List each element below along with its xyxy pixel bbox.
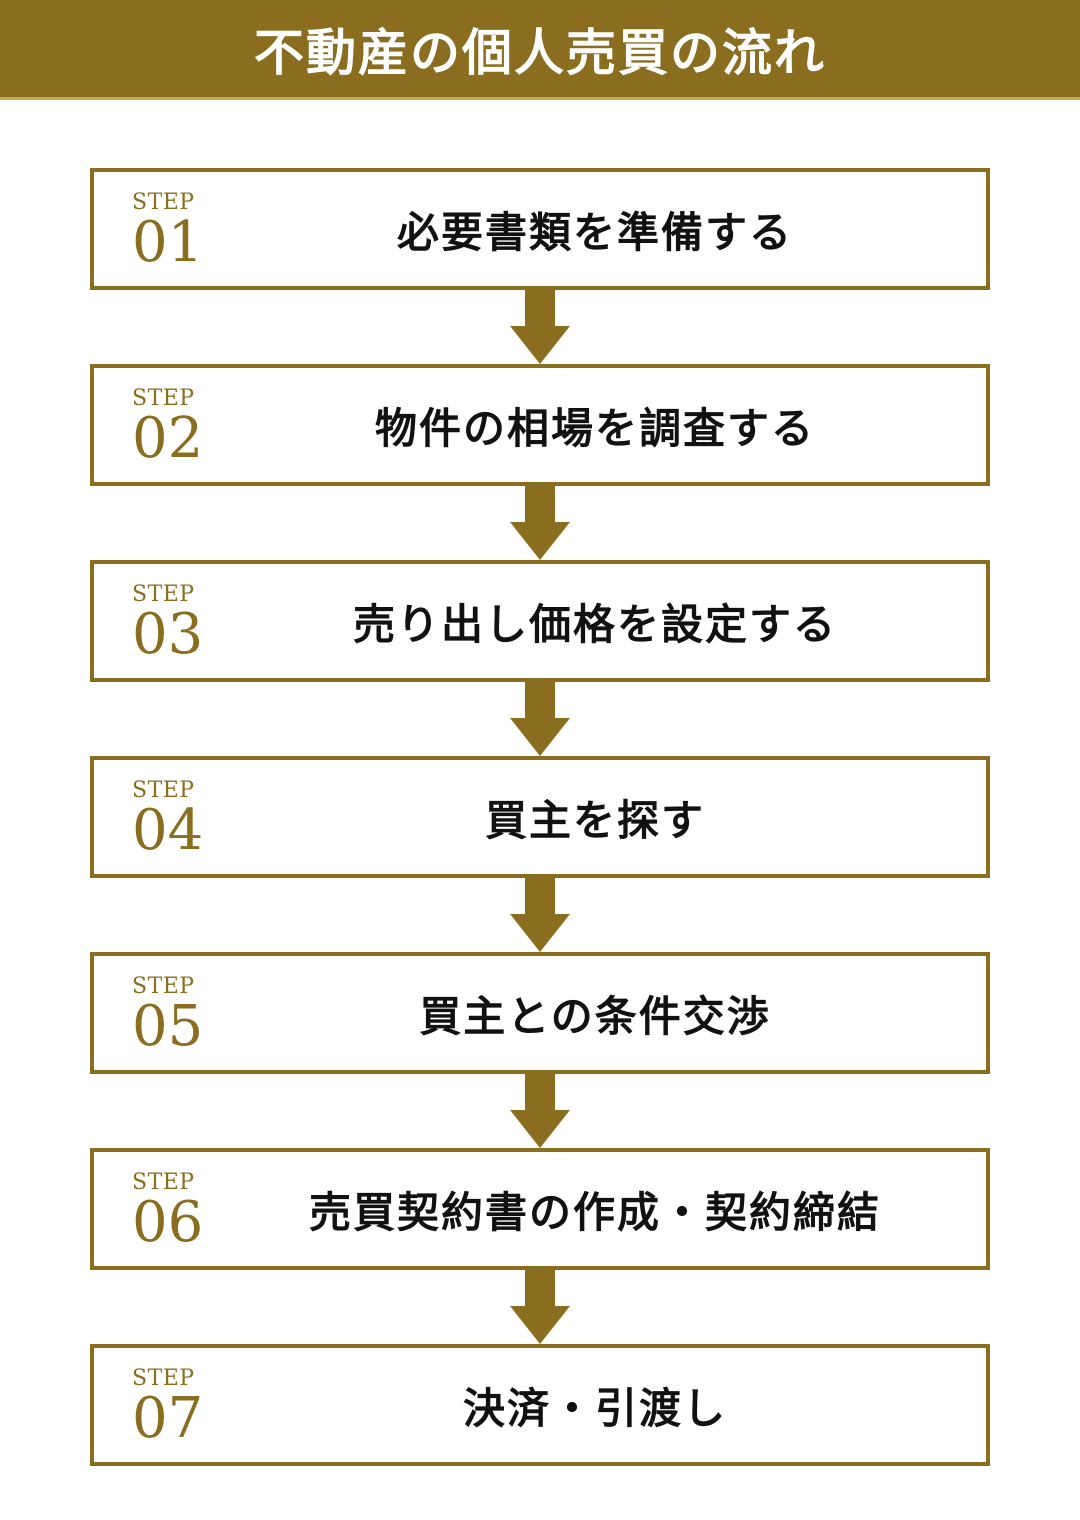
step-number: 06	[132, 1190, 204, 1255]
step-number-badge: STEP 04	[132, 778, 204, 860]
step-number-badge: STEP 05	[132, 974, 204, 1056]
step-07: STEP 07 決済・引渡し	[90, 1344, 990, 1466]
step-number: 07	[132, 1386, 204, 1451]
step-label: 売買契約書の作成・契約締結	[308, 1187, 881, 1237]
step-01: STEP 01 必要書類を準備する	[90, 168, 990, 290]
step-label: 売り出し価格を設定する	[352, 599, 837, 649]
down-arrow-icon	[90, 486, 990, 560]
step-number: 04	[132, 798, 204, 863]
step-04: STEP 04 買主を探す	[90, 756, 990, 878]
step-05: STEP 05 買主との条件交渉	[90, 952, 990, 1074]
step-label: 必要書類を準備する	[396, 207, 793, 257]
flow-steps: STEP 01 必要書類を準備する STEP 02 物件の相場を調査する STE…	[90, 168, 990, 1466]
down-arrow-icon	[90, 878, 990, 952]
down-arrow-icon	[90, 290, 990, 364]
step-number-badge: STEP 01	[132, 190, 204, 272]
step-number-badge: STEP 02	[132, 386, 204, 468]
step-number-badge: STEP 03	[132, 582, 204, 664]
step-word: STEP	[132, 974, 195, 999]
step-label: 物件の相場を調査する	[374, 403, 815, 453]
title-bar: 不動産の個人売買の流れ	[0, 0, 1080, 100]
step-number-badge: STEP 07	[132, 1366, 204, 1448]
step-word: STEP	[132, 1170, 195, 1195]
step-number: 03	[132, 602, 204, 667]
step-word: STEP	[132, 582, 195, 607]
step-03: STEP 03 売り出し価格を設定する	[90, 560, 990, 682]
step-number: 02	[132, 406, 204, 471]
down-arrow-icon	[90, 1074, 990, 1148]
page-title: 不動産の個人売買の流れ	[254, 23, 826, 82]
step-02: STEP 02 物件の相場を調査する	[90, 364, 990, 486]
step-word: STEP	[132, 190, 195, 215]
step-word: STEP	[132, 1366, 195, 1391]
step-06: STEP 06 売買契約書の作成・契約締結	[90, 1148, 990, 1270]
step-number-badge: STEP 06	[132, 1170, 204, 1252]
step-label: 買主を探す	[484, 795, 705, 845]
step-label: 買主との条件交渉	[419, 991, 771, 1041]
down-arrow-icon	[90, 682, 990, 756]
step-number: 05	[132, 994, 204, 1059]
step-word: STEP	[132, 386, 195, 411]
step-number: 01	[132, 210, 204, 275]
step-word: STEP	[132, 778, 195, 803]
down-arrow-icon	[90, 1270, 990, 1344]
step-label: 決済・引渡し	[462, 1383, 727, 1433]
